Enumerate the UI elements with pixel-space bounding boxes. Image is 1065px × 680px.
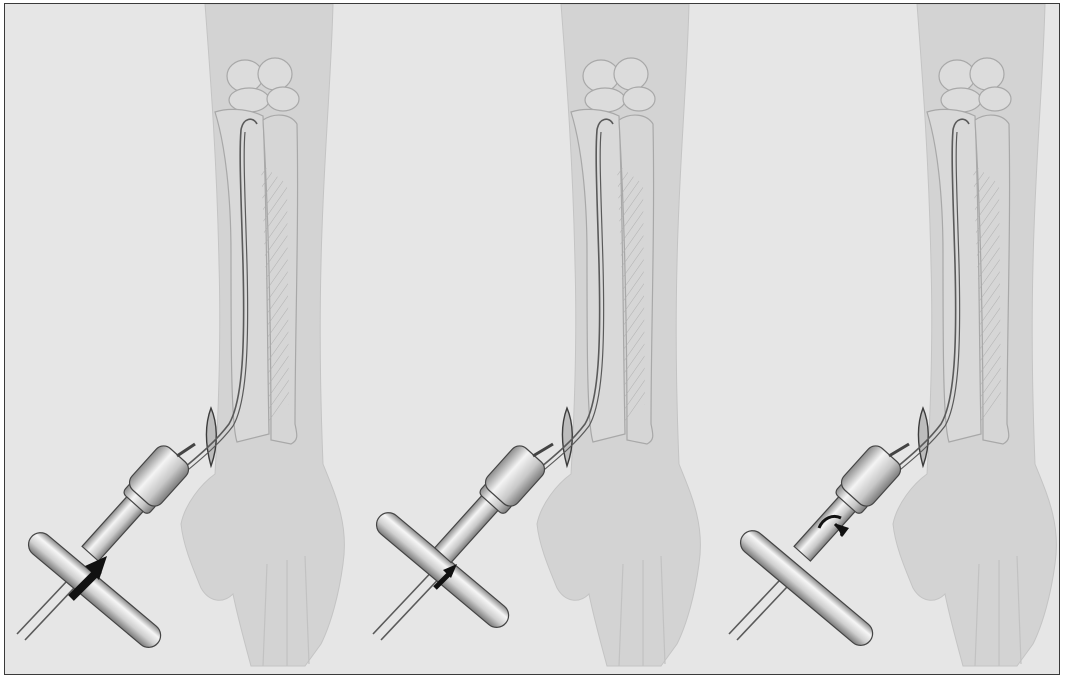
figure-frame	[4, 3, 1060, 675]
panel-3	[729, 4, 1056, 666]
awl-instrument	[17, 442, 195, 652]
figure-canvas	[5, 4, 1059, 674]
panel-1	[17, 4, 344, 666]
awl-instrument	[372, 442, 553, 640]
awl-instrument	[729, 442, 909, 650]
panel-2	[372, 4, 701, 666]
